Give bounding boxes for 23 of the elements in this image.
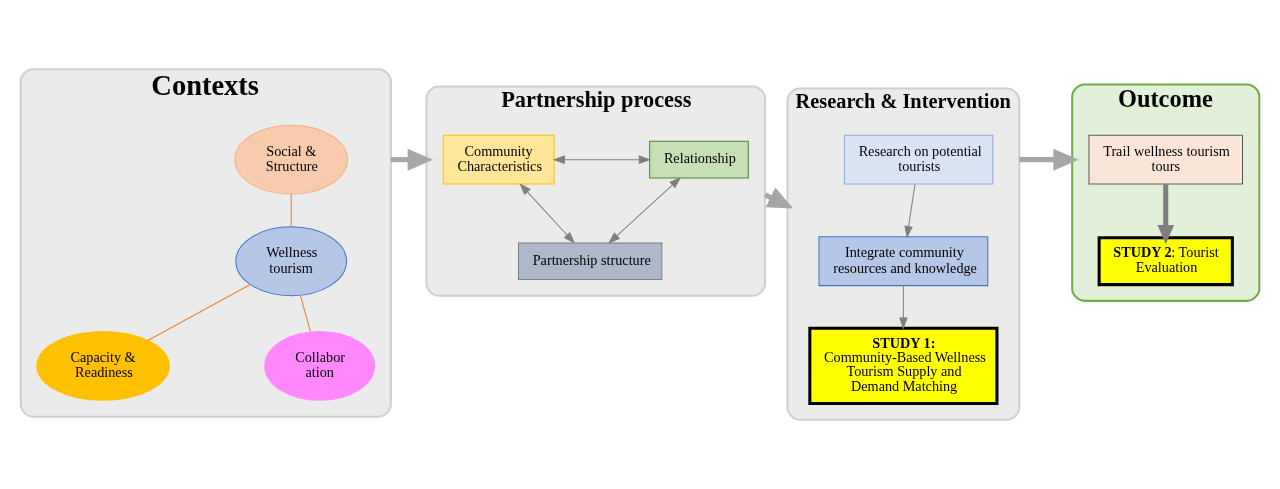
arrow — [899, 285, 908, 330]
arrow — [390, 148, 433, 171]
node-box: Trail wellness tourism tours — [1088, 134, 1244, 185]
connector — [299, 294, 311, 333]
node-ellipse: Capacity & Readiness — [36, 330, 170, 401]
connector — [147, 284, 251, 341]
node-ellipse: Wellness tourism — [235, 226, 347, 297]
arrow — [1019, 148, 1079, 171]
node-box: STUDY 1: Community-Based Wellness Tourism Supply and Demand Matching — [808, 326, 999, 406]
node-ellipse: Collabor ation — [264, 330, 376, 401]
node-box: Partnership structure — [517, 242, 663, 281]
node-box: Community Characteristics — [442, 134, 555, 185]
arrow — [1157, 184, 1175, 245]
arrow — [552, 155, 652, 164]
arrow — [608, 176, 682, 244]
node-box: STUDY 2: Tourist Evaluation — [1097, 236, 1234, 287]
connector — [290, 193, 292, 228]
node-box: Relationship — [649, 140, 749, 179]
node-box: Integrate community resources and knowledge — [818, 236, 989, 287]
arrow — [519, 183, 576, 244]
arrow — [904, 183, 916, 239]
node-box: Research on potential tourists — [843, 134, 994, 185]
node-ellipse: Social & Structure — [234, 124, 348, 195]
